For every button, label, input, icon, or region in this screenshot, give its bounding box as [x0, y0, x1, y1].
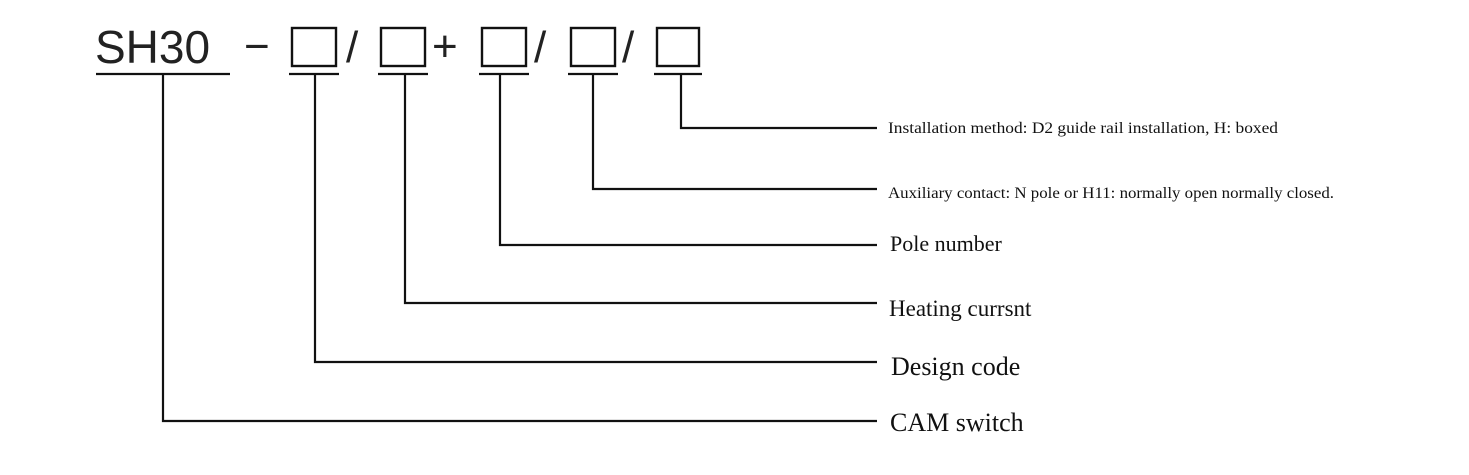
- label-design-code: Design code: [891, 352, 1020, 381]
- leader-line-auxiliary-contact: [591, 74, 877, 191]
- leader-line-design-code: [313, 74, 877, 364]
- model-prefix: SH30: [95, 21, 210, 73]
- leader-line-pole-number: [498, 74, 877, 247]
- separator-slash-3: /: [622, 23, 635, 72]
- placeholder-box-heating-current: [379, 26, 427, 68]
- leader-line-installation-method: [679, 74, 877, 130]
- separator-plus: +: [432, 22, 458, 71]
- leader-line-cam-switch: [161, 74, 877, 423]
- placeholder-box-pole-number: [480, 26, 528, 68]
- leader-line-heating-current: [403, 74, 877, 305]
- separator-slash-1: /: [346, 23, 359, 72]
- label-installation-method: Installation method: D2 guide rail insta…: [888, 120, 1278, 137]
- label-heating-current: Heating currsnt: [889, 296, 1032, 321]
- label-pole-number: Pole number: [890, 231, 1002, 256]
- label-cam-switch: CAM switch: [890, 408, 1024, 437]
- label-auxiliary-contact: Auxiliary contact: N pole or H11: normal…: [888, 185, 1334, 202]
- placeholder-box-auxiliary-contact: [569, 26, 617, 68]
- placeholder-box-design-code: [290, 26, 338, 68]
- placeholder-box-installation-method: [655, 26, 701, 68]
- separator-dash: −: [244, 22, 270, 71]
- separator-slash-2: /: [534, 23, 547, 72]
